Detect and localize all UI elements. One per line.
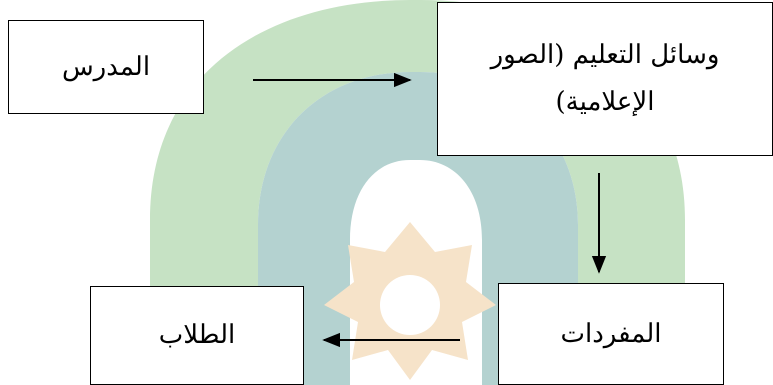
node-teaching-media: وسائل التعليم (الصور الإعلامية) [437, 2, 773, 156]
node-vocabulary-label: المفردات [560, 318, 662, 349]
node-students-label: الطلاب [158, 320, 236, 351]
node-teacher: المدرس [8, 20, 204, 114]
node-teacher-label: المدرس [61, 51, 151, 82]
watermark-star-center [380, 275, 440, 335]
node-teaching-media-label: وسائل التعليم (الصور الإعلامية) [490, 40, 720, 117]
node-vocabulary: المفردات [498, 283, 724, 385]
node-students: الطلاب [90, 286, 304, 385]
